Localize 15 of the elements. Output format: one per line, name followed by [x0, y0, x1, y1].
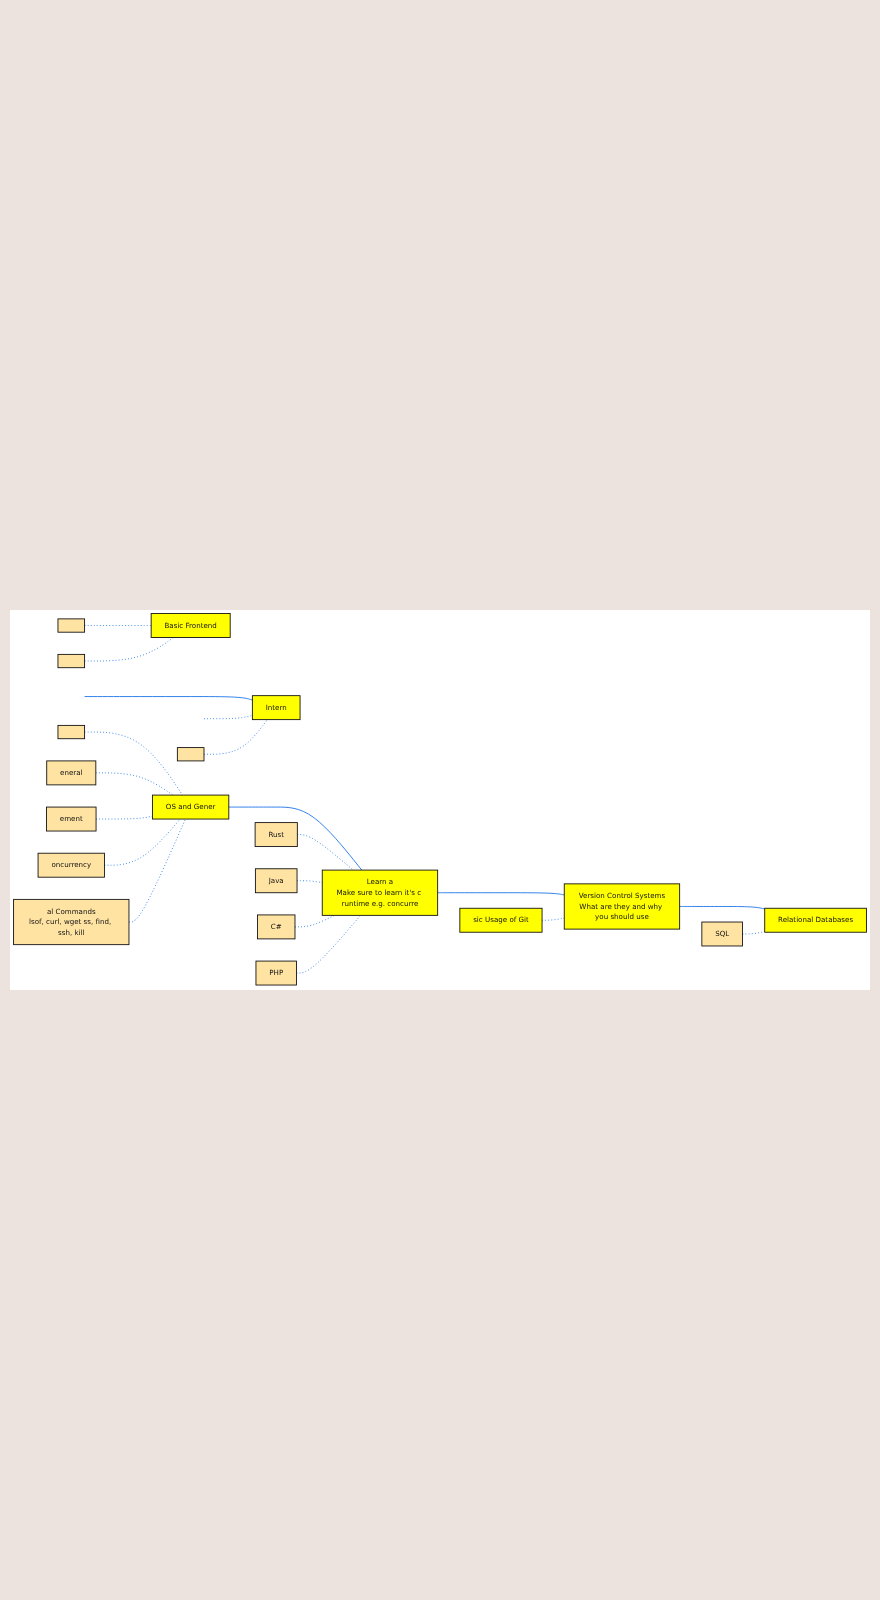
- node-box: [57, 654, 86, 669]
- connector: [742, 931, 766, 936]
- connector: [228, 807, 363, 872]
- connector: [104, 819, 181, 867]
- node-box: [176, 747, 205, 763]
- connector: [437, 892, 565, 897]
- connector: [84, 732, 184, 797]
- node-box: [57, 725, 86, 740]
- connector: [128, 819, 186, 924]
- connector: [679, 906, 766, 911]
- connector: [84, 637, 175, 663]
- connector: [203, 715, 253, 720]
- node-box: [57, 619, 86, 634]
- connector: [203, 719, 268, 756]
- connector: [84, 696, 253, 702]
